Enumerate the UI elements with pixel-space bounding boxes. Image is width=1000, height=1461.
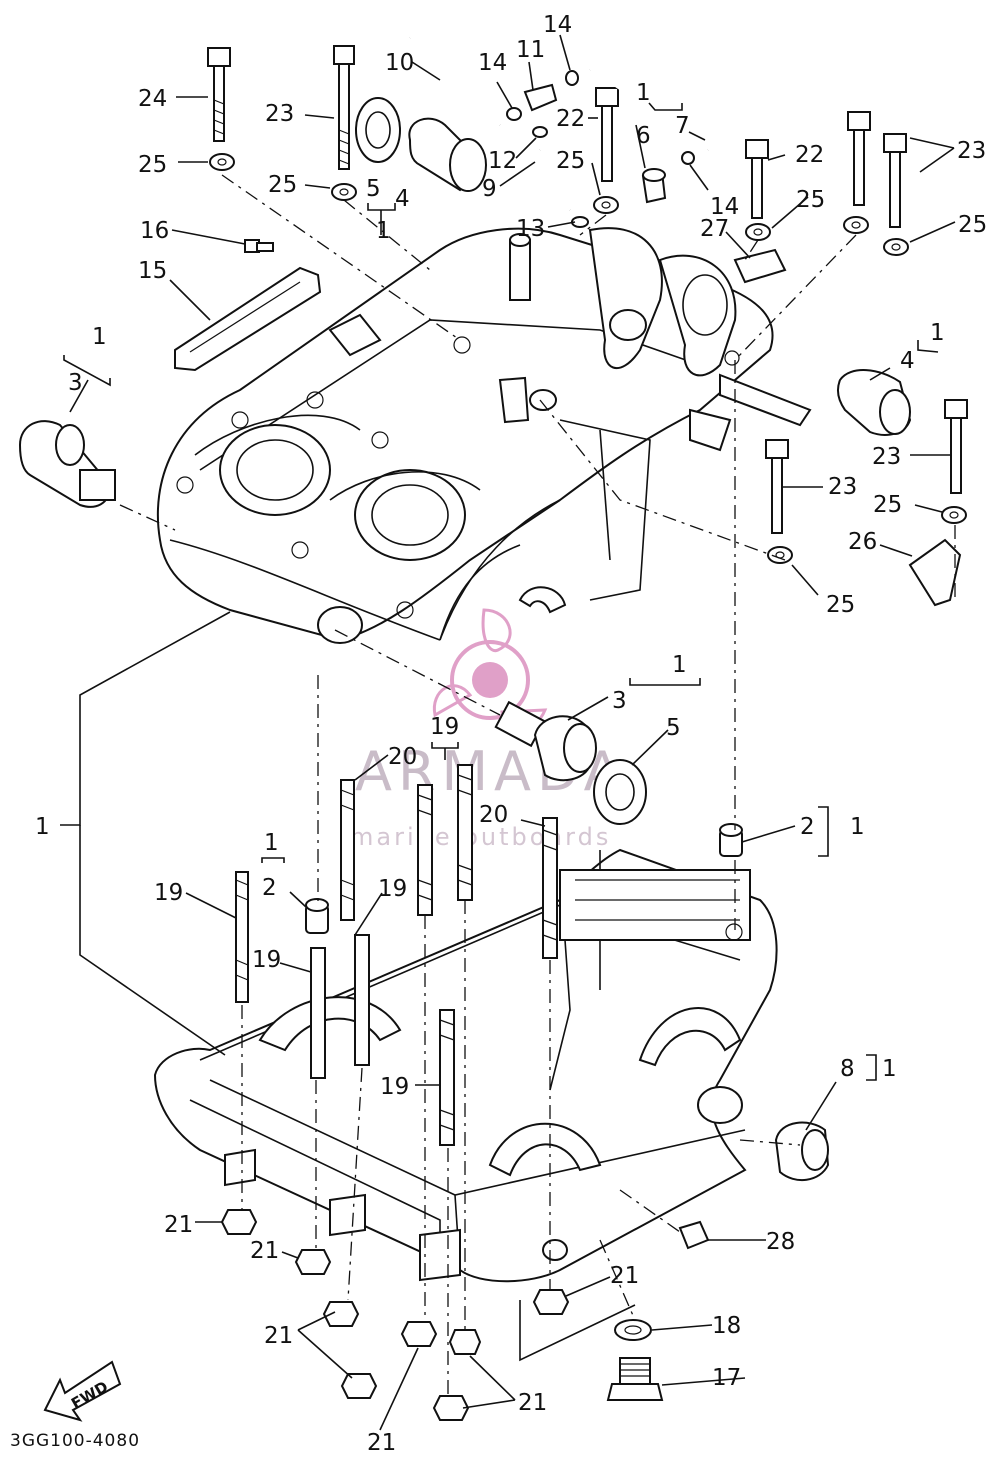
callout-21: 21 xyxy=(367,1430,396,1456)
centerlines xyxy=(119,174,956,1396)
callout-23: 23 xyxy=(828,474,857,500)
nuts-and-plugs xyxy=(220,1209,710,1421)
callout-20: 20 xyxy=(388,744,417,770)
upper-crankcase xyxy=(156,227,812,644)
leader-lines xyxy=(60,34,956,1431)
callout-5: 5 xyxy=(366,176,381,202)
callout-1: 1 xyxy=(636,80,651,106)
callout-1: 1 xyxy=(850,814,865,840)
washers-25 xyxy=(209,153,967,564)
stud-19-center-left xyxy=(310,947,326,1079)
bolt-16 xyxy=(244,239,274,253)
callout-25: 25 xyxy=(138,152,167,178)
stud-20-right xyxy=(542,817,558,959)
bolts-top xyxy=(207,45,968,534)
callout-21: 21 xyxy=(518,1390,547,1416)
watermark-tagline: marine outboards xyxy=(350,823,611,851)
bearings-and-seals xyxy=(18,97,912,1181)
forward-direction-arrow: FWD xyxy=(43,1360,122,1422)
callout-23: 23 xyxy=(872,444,901,470)
callout-21: 21 xyxy=(164,1212,193,1238)
callout-6: 6 xyxy=(636,123,651,149)
callout-26: 26 xyxy=(848,529,877,555)
gasket-15 xyxy=(174,266,322,372)
callout-1: 1 xyxy=(882,1056,897,1082)
callout-23: 23 xyxy=(957,138,986,164)
callout-25: 25 xyxy=(826,592,855,618)
callout-5: 5 xyxy=(666,715,681,741)
callout-23: 23 xyxy=(265,101,294,127)
callout-19: 19 xyxy=(380,1074,409,1100)
callout-1: 1 xyxy=(92,324,107,350)
callout-24: 24 xyxy=(138,86,167,112)
callout-25: 25 xyxy=(873,492,902,518)
callout-12: 12 xyxy=(488,148,517,174)
callout-25: 25 xyxy=(958,212,987,238)
callout-19: 19 xyxy=(154,880,183,906)
callout-14: 14 xyxy=(710,194,739,220)
callout-25: 25 xyxy=(268,172,297,198)
callout-19: 19 xyxy=(252,947,281,973)
diagram-code: 3GG100-4080 xyxy=(10,1431,140,1451)
callout-4: 4 xyxy=(395,186,410,212)
stud-19-lower xyxy=(439,1009,455,1146)
callout-2: 2 xyxy=(800,814,815,840)
lower-crankcase xyxy=(153,848,778,1283)
callout-8: 8 xyxy=(840,1056,855,1082)
callout-16: 16 xyxy=(140,218,169,244)
callout-21: 21 xyxy=(264,1323,293,1349)
callout-11: 11 xyxy=(516,37,545,63)
callout-1: 1 xyxy=(672,652,687,678)
callout-3: 3 xyxy=(68,370,83,396)
stud-19-center xyxy=(354,934,370,1066)
callout-25: 25 xyxy=(796,187,825,213)
bolt-24-head xyxy=(207,47,231,67)
watermark-logo xyxy=(432,608,548,731)
callout-1: 1 xyxy=(264,830,279,856)
stud-bolts xyxy=(235,764,558,1146)
bolt-23-head-a xyxy=(333,45,355,65)
callout-14: 14 xyxy=(478,50,507,76)
callout-1: 1 xyxy=(376,218,391,244)
callout-7: 7 xyxy=(675,113,690,139)
callout-3: 3 xyxy=(612,688,627,714)
callout-14: 14 xyxy=(543,12,572,38)
callout-2: 2 xyxy=(262,875,277,901)
callout-labels: 24 23 25 25 5 4 1 10 14 11 14 1 7 12 22 … xyxy=(35,12,987,1456)
callout-9: 9 xyxy=(482,176,497,202)
callout-13: 13 xyxy=(516,216,545,242)
callout-18: 18 xyxy=(712,1313,741,1339)
bolt-23-head-c xyxy=(883,133,907,153)
stud-19-tall-b xyxy=(457,764,473,901)
stud-19-left xyxy=(235,871,249,1003)
callout-19: 19 xyxy=(430,714,459,740)
callout-27: 27 xyxy=(700,216,729,242)
callout-28: 28 xyxy=(766,1229,795,1255)
callout-19: 19 xyxy=(378,876,407,902)
bolt-23-head-e xyxy=(765,439,789,459)
callout-25: 25 xyxy=(556,148,585,174)
bolt-22-head-b xyxy=(745,139,769,159)
callout-1: 1 xyxy=(930,320,945,346)
bolt-23-head-d xyxy=(944,399,968,419)
callout-21: 21 xyxy=(610,1263,639,1289)
bolt-23-head-b xyxy=(847,111,871,131)
callout-4: 4 xyxy=(900,348,915,374)
callout-20: 20 xyxy=(479,802,508,828)
bolt-22-head-a xyxy=(595,87,619,107)
callout-22: 22 xyxy=(795,142,824,168)
callout-22: 22 xyxy=(556,106,585,132)
stud-20-left xyxy=(340,779,355,921)
callout-15: 15 xyxy=(138,258,167,284)
hoses-and-fittings xyxy=(409,34,962,607)
callout-10: 10 xyxy=(385,50,414,76)
callout-17: 17 xyxy=(712,1365,741,1391)
callout-1: 1 xyxy=(35,814,50,840)
callout-21: 21 xyxy=(250,1238,279,1264)
